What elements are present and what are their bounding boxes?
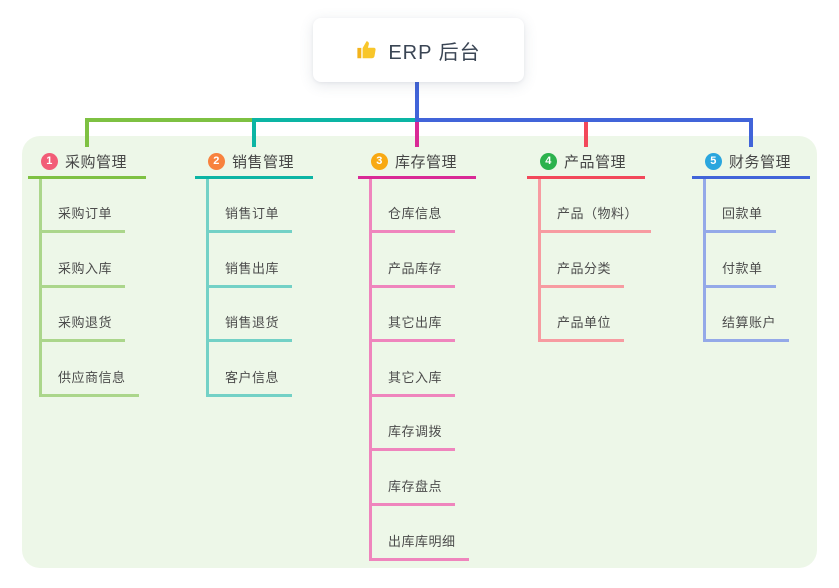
leaf-node[interactable]: 其它出库 (369, 312, 456, 343)
branch-number-badge: 3 (371, 152, 388, 170)
leaf-row: 出库库明细 (369, 506, 522, 561)
leaf-node[interactable]: 供应商信息 (39, 367, 139, 397)
leaf-node[interactable]: 产品分类 (538, 258, 625, 288)
branch-node[interactable]: 5 财务管理 (692, 146, 810, 179)
leaf-node[interactable]: 仓库信息 (369, 203, 456, 234)
leaf-row: 供应商信息 (39, 342, 192, 397)
branch-number-badge: 1 (41, 152, 58, 170)
leaf-node[interactable]: 库存调拨 (369, 421, 456, 452)
leaf-row: 库存调拨 (369, 397, 522, 452)
leaf-node[interactable]: 采购入库 (39, 258, 126, 288)
leaf-row: 产品（物料） (538, 179, 691, 234)
branch-drop-line (749, 121, 753, 147)
branch-children-column: 采购订单采购入库采购退货供应商信息 (39, 178, 192, 397)
leaf-row: 结算账户 (703, 288, 839, 343)
branch-drop-line (85, 121, 89, 147)
branch-node[interactable]: 1 采购管理 (28, 146, 146, 179)
leaf-node[interactable]: 回款单 (703, 203, 776, 234)
branch-drop-line (584, 121, 588, 147)
connector-bar-green (85, 118, 256, 122)
branch-children-column: 产品（物料） 产品分类产品单位 (538, 178, 691, 343)
connector-bar-teal (252, 118, 419, 122)
thumbs-up-icon (357, 41, 376, 59)
branch-node[interactable]: 2 销售管理 (195, 146, 313, 179)
leaf-node[interactable]: 出库库明细 (369, 531, 469, 561)
branch-node[interactable]: 4 产品管理 (527, 146, 645, 179)
branch-number-badge: 5 (705, 152, 722, 170)
branch-drop-line (252, 121, 256, 147)
leaf-row: 客户信息 (206, 342, 359, 397)
leaf-row: 采购订单 (39, 179, 192, 234)
leaf-node[interactable]: 销售出库 (206, 258, 293, 288)
branch-title-label: 采购管理 (65, 153, 128, 171)
root-title: ERP 后台 (388, 41, 481, 64)
branch-title-label: 产品管理 (564, 153, 627, 171)
leaf-node[interactable]: 采购退货 (39, 312, 126, 343)
leaf-node[interactable]: 销售订单 (206, 203, 293, 234)
leaf-row: 销售退货 (206, 288, 359, 343)
branch-children-column: 销售订单销售出库销售退货客户信息 (206, 178, 359, 397)
branch-drop-line (415, 121, 419, 147)
leaf-node[interactable]: 产品（物料） (538, 203, 652, 234)
branch-node[interactable]: 3 库存管理 (358, 146, 476, 179)
root-node[interactable]: ERP 后台 (313, 18, 524, 82)
leaf-row: 销售订单 (206, 179, 359, 234)
leaf-row: 其它出库 (369, 288, 522, 343)
leaf-row: 产品库存 (369, 233, 522, 288)
leaf-node[interactable]: 产品单位 (538, 312, 625, 343)
branch-title-label: 库存管理 (395, 153, 458, 171)
leaf-node[interactable]: 销售退货 (206, 312, 293, 343)
branch-number-badge: 2 (208, 152, 225, 170)
leaf-node[interactable]: 结算账户 (703, 312, 790, 343)
root-connector-line (415, 82, 419, 122)
branch-number-badge: 4 (540, 152, 557, 170)
leaf-node[interactable]: 客户信息 (206, 367, 293, 397)
leaf-row: 仓库信息 (369, 179, 522, 234)
leaf-node[interactable]: 付款单 (703, 258, 776, 288)
leaf-row: 回款单 (703, 179, 839, 234)
leaf-row: 库存盘点 (369, 451, 522, 507)
leaf-node[interactable]: 库存盘点 (369, 476, 456, 507)
leaf-row: 采购退货 (39, 288, 192, 343)
leaf-node[interactable]: 其它入库 (369, 367, 456, 397)
leaf-node[interactable]: 产品库存 (369, 258, 456, 288)
leaf-row: 销售出库 (206, 233, 359, 288)
leaf-row: 产品单位 (538, 288, 691, 343)
branch-children-column: 仓库信息产品库存其它出库其它入库库存调拨库存盘点出库库明细 (369, 178, 522, 561)
branch-children-column: 回款单付款单结算账户 (703, 178, 839, 343)
leaf-row: 付款单 (703, 233, 839, 288)
leaf-node[interactable]: 采购订单 (39, 203, 126, 234)
leaf-row: 产品分类 (538, 233, 691, 288)
leaf-row: 其它入库 (369, 342, 522, 397)
branch-title-label: 销售管理 (232, 153, 295, 171)
connector-bar-blue (415, 118, 753, 122)
branch-title-label: 财务管理 (729, 153, 792, 171)
mindmap-panel (22, 136, 817, 568)
leaf-row: 采购入库 (39, 233, 192, 288)
